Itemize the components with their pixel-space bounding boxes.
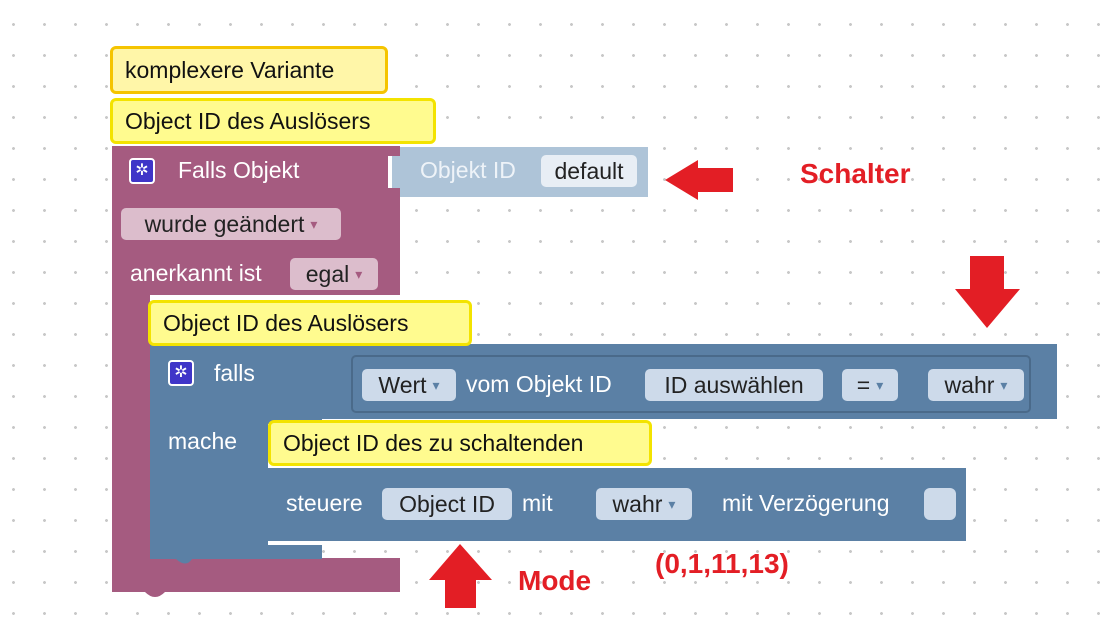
operator-label: = xyxy=(856,371,871,398)
arrow-left-icon xyxy=(665,160,733,200)
do-label: mache xyxy=(168,428,238,454)
chevron-down-icon: ▾ xyxy=(876,376,884,393)
comment-inner-trigger[interactable]: Object ID des Auslösers xyxy=(148,300,472,346)
chevron-down-icon: ▾ xyxy=(1000,376,1008,393)
control-object-field[interactable]: Object ID xyxy=(382,488,512,520)
chevron-down-icon: ▾ xyxy=(432,376,440,393)
chevron-down-icon: ▾ xyxy=(310,215,318,232)
object-id-label: Objekt ID xyxy=(420,157,516,183)
control-value-dropdown[interactable]: wahr ▾ xyxy=(596,488,692,520)
if-label: falls xyxy=(214,360,255,386)
changed-dropdown-label: wurde geändert xyxy=(144,210,305,237)
operator-dropdown[interactable]: = ▾ xyxy=(842,369,898,401)
gear-icon[interactable]: ✲ xyxy=(129,158,155,184)
control-value-label: wahr xyxy=(612,490,663,517)
gear-icon[interactable]: ✲ xyxy=(168,360,194,386)
event-title: Falls Objekt xyxy=(178,157,300,183)
arrow-down-icon xyxy=(955,256,1020,328)
delay-label: mit Verzögerung xyxy=(722,490,890,516)
mode-annotation: Mode xyxy=(518,565,592,596)
chevron-down-icon: ▾ xyxy=(668,495,676,512)
value-dropdown[interactable]: Wert ▾ xyxy=(362,369,456,401)
delay-checkbox[interactable] xyxy=(924,488,956,520)
switch-annotation: Schalter xyxy=(800,158,911,189)
chevron-down-icon: ▾ xyxy=(355,265,363,282)
mode-values-annotation: (0,1,11,13) xyxy=(655,548,789,579)
changed-dropdown[interactable]: wurde geändert ▾ xyxy=(121,208,341,240)
ack-label: anerkannt ist xyxy=(130,260,262,286)
with-label: mit xyxy=(522,490,553,516)
control-label: steuere xyxy=(286,490,363,516)
comment-target[interactable]: Object ID des zu schaltenden xyxy=(268,420,652,466)
compare-value-label: wahr xyxy=(944,371,995,398)
comment-top[interactable]: komplexere Variante xyxy=(110,46,388,94)
id-select-field[interactable]: ID auswählen xyxy=(645,369,823,401)
from-object-label: vom Objekt ID xyxy=(466,371,612,397)
object-id-value[interactable]: default xyxy=(541,155,637,187)
arrow-up-icon xyxy=(429,544,492,608)
value-dropdown-label: Wert xyxy=(378,371,427,398)
ack-dropdown-label: egal xyxy=(305,260,350,287)
compare-value-dropdown[interactable]: wahr ▾ xyxy=(928,369,1024,401)
comment-trigger[interactable]: Object ID des Auslösers xyxy=(110,98,436,144)
ack-dropdown[interactable]: egal ▾ xyxy=(290,258,378,290)
